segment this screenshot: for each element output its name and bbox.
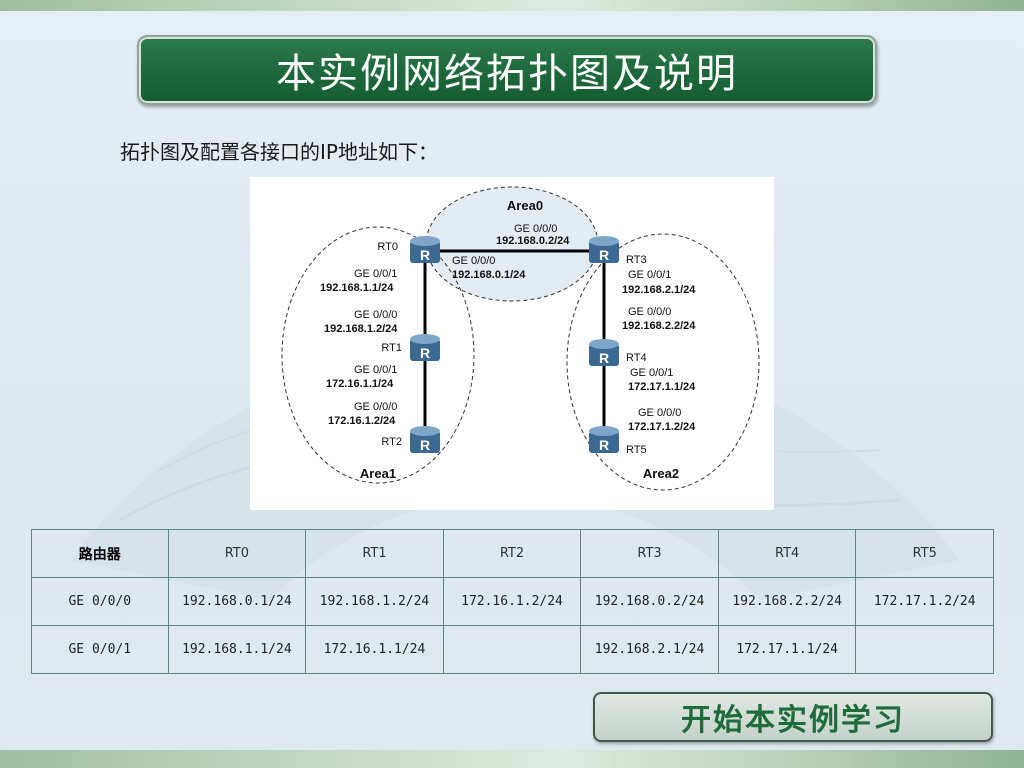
if-label: GE 0/0/1 [628,269,671,281]
table-header-cell: RT4 [717,529,857,578]
ip-label: 192.168.0.1/24 [452,269,526,281]
if-label: GE 0/0/0 [452,255,495,267]
table-cell: 172.16.1.1/24 [305,625,444,674]
table-header-cell: RT5 [855,529,994,578]
table-cell: GE 0/0/0 [31,577,169,626]
table-cell: 192.168.0.1/24 [167,577,307,626]
table-cell: 172.17.1.1/24 [717,625,857,674]
rt1-label: RT1 [381,342,402,354]
area1-region [281,226,475,484]
area2-label: Area2 [643,466,679,481]
if-label: GE 0/0/0 [628,306,671,318]
rt5-label: RT5 [626,444,647,456]
table-header-cell: RT2 [442,529,582,578]
router-rt3-icon: R [589,236,619,263]
if-label: GE 0/0/1 [354,268,397,280]
table-cell: 192.168.0.2/24 [580,577,719,626]
svg-text:R: R [599,247,609,263]
top-decor-bar [0,0,1024,11]
svg-text:R: R [599,437,609,453]
table-cell: 192.168.2.1/24 [580,625,719,674]
table-cell: 192.168.1.1/24 [167,625,307,674]
table-row: GE 0/0/0 192.168.0.1/24 192.168.1.2/24 1… [31,577,994,626]
start-lesson-label: 开始本实例学习 [681,703,905,738]
table-header-cell: 路由器 [31,529,169,578]
table-cell: 172.17.1.2/24 [855,577,994,626]
if-label: GE 0/0/1 [630,367,673,379]
ip-label: 192.168.1.1/24 [320,282,394,294]
rt2-label: RT2 [381,436,402,448]
ip-label: 192.168.2.1/24 [622,284,696,296]
table-cell: GE 0/0/1 [31,625,169,674]
topology-diagram: R R R R R R Area0 Area1 Are [250,177,774,510]
table-header-cell: RT1 [305,529,444,578]
ip-label: 172.17.1.2/24 [628,421,696,433]
rt0-label: RT0 [377,241,398,253]
if-label: GE 0/0/0 [514,223,557,235]
svg-text:R: R [420,345,430,361]
table-cell: 192.168.1.2/24 [305,577,444,626]
router-rt2-icon: R [410,426,440,453]
svg-text:R: R [599,350,609,366]
rt3-label: RT3 [626,254,647,266]
if-label: GE 0/0/0 [354,309,397,321]
router-rt1-icon: R [410,334,440,361]
table-header-cell: RT3 [580,529,719,578]
if-label: GE 0/0/0 [354,401,397,413]
start-lesson-button[interactable]: 开始本实例学习 [593,692,993,742]
area2-region [566,233,760,491]
router-rt4-icon: R [589,339,619,366]
ip-label: 172.16.1.1/24 [326,378,394,390]
intro-text: 拓扑图及配置各接口的IP地址如下： [120,140,438,164]
svg-text:R: R [420,437,430,453]
router-rt5-icon: R [589,426,619,453]
table-header-row: 路由器 RT0 RT1 RT2 RT3 RT4 RT5 [31,529,994,578]
ip-label: 192.168.1.2/24 [324,323,398,335]
router-rt0-icon: R [410,236,440,263]
area1-label: Area1 [360,466,396,481]
table-cell [855,625,994,674]
table-cell: 172.16.1.2/24 [442,577,582,626]
ip-address-table: 路由器 RT0 RT1 RT2 RT3 RT4 RT5 GE 0/0/0 192… [31,529,994,674]
area0-label: Area0 [507,198,543,213]
if-label: GE 0/0/0 [638,407,681,419]
ip-label: 192.168.2.2/24 [622,320,696,332]
slide-title: 本实例网络拓扑图及说明 [276,51,738,97]
ip-label: 192.168.0.2/24 [496,235,570,247]
if-label: GE 0/0/1 [354,364,397,376]
ip-label: 172.17.1.1/24 [628,381,696,393]
ip-label: 172.16.1.2/24 [328,415,396,427]
svg-text:R: R [420,247,430,263]
title-banner: 本实例网络拓扑图及说明 [137,35,877,105]
table-cell: 192.168.2.2/24 [717,577,857,626]
table-header-cell: RT0 [167,529,307,578]
rt4-label: RT4 [626,352,647,364]
table-row: GE 0/0/1 192.168.1.1/24 172.16.1.1/24 19… [31,625,994,674]
bottom-decor-bar [0,750,1024,768]
table-cell [442,625,582,674]
